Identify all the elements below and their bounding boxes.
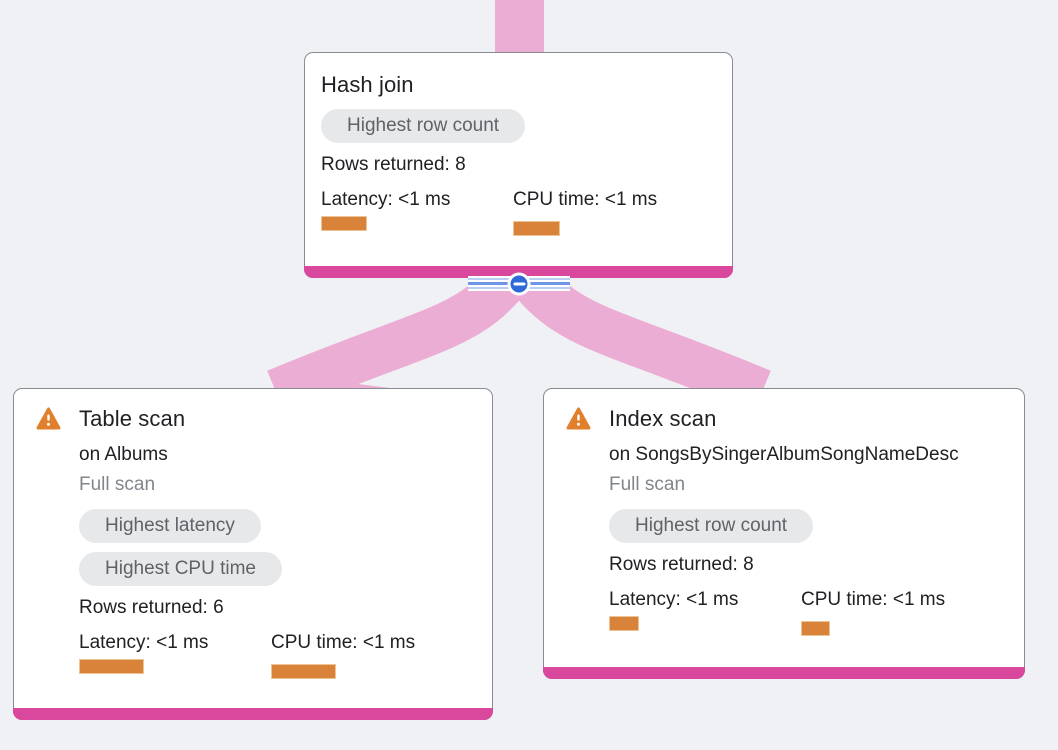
cpu-bar xyxy=(271,664,336,679)
badge-list: Highest row count xyxy=(609,509,1010,543)
node-title: Index scan xyxy=(609,406,717,431)
rows-returned-text: Rows returned: 8 xyxy=(609,554,754,575)
plan-node-table-scan[interactable]: Table scan on Albums Full scan Highest l… xyxy=(13,388,493,720)
cpu-metric: CPU time: <1 ms xyxy=(513,188,705,236)
latency-label: Latency: <1 ms xyxy=(609,589,739,610)
edge-to-table-scan xyxy=(267,267,522,414)
cpu-label: CPU time: <1 ms xyxy=(513,189,658,210)
scan-target: on Albums xyxy=(79,444,168,465)
latency-label: Latency: <1 ms xyxy=(321,189,451,210)
cpu-bar xyxy=(801,621,830,636)
latency-bar xyxy=(79,659,144,674)
cpu-bar xyxy=(513,221,560,236)
metrics-row: Latency: <1 ms CPU time: <1 ms xyxy=(321,188,716,236)
minus-icon xyxy=(513,282,525,285)
latency-bar xyxy=(609,616,639,631)
edge-to-index-scan xyxy=(516,267,771,414)
metrics-row: Latency: <1 ms CPU time: <1 ms xyxy=(609,588,1010,636)
node-accent-bar xyxy=(543,667,1025,679)
edge-flare-left xyxy=(285,375,398,389)
rows-returned-text: Rows returned: 6 xyxy=(79,597,224,618)
node-accent-bar xyxy=(13,708,493,720)
parent-edge-stub xyxy=(495,0,544,54)
latency-metric: Latency: <1 ms xyxy=(609,588,801,636)
collapse-control xyxy=(468,272,570,295)
highlight-badge: Highest row count xyxy=(609,509,814,543)
badge-list: Highest latency Highest CPU time xyxy=(79,509,478,586)
cpu-label: CPU time: <1 ms xyxy=(801,589,946,610)
cpu-metric: CPU time: <1 ms xyxy=(271,631,463,679)
warning-icon xyxy=(36,407,61,430)
edge-flare-right xyxy=(686,375,753,389)
scan-type: Full scan xyxy=(609,474,686,495)
plan-node-index-scan[interactable]: Index scan on SongsBySingerAlbumSongName… xyxy=(543,388,1025,679)
latency-bar xyxy=(321,216,367,231)
collapse-button[interactable] xyxy=(507,272,531,295)
warning-icon xyxy=(566,407,591,430)
latency-metric: Latency: <1 ms xyxy=(79,631,271,679)
highlight-badge: Highest row count xyxy=(321,109,526,143)
cpu-metric: CPU time: <1 ms xyxy=(801,588,993,636)
scan-type: Full scan xyxy=(79,474,156,495)
cpu-label: CPU time: <1 ms xyxy=(271,632,416,653)
latency-label: Latency: <1 ms xyxy=(79,632,209,653)
node-title: Table scan xyxy=(79,406,186,431)
highlight-badge: Highest CPU time xyxy=(79,552,282,586)
latency-metric: Latency: <1 ms xyxy=(321,188,513,236)
scan-target: on SongsBySingerAlbumSongNameDesc xyxy=(609,444,959,465)
highlight-badge: Highest latency xyxy=(79,509,261,543)
metrics-row: Latency: <1 ms CPU time: <1 ms xyxy=(79,631,478,679)
badge-list: Highest row count xyxy=(321,109,716,143)
plan-node-hash-join[interactable]: Hash join Highest row count Rows returne… xyxy=(304,52,733,278)
node-title: Hash join xyxy=(321,72,414,97)
rows-returned-text: Rows returned: 8 xyxy=(321,154,466,175)
